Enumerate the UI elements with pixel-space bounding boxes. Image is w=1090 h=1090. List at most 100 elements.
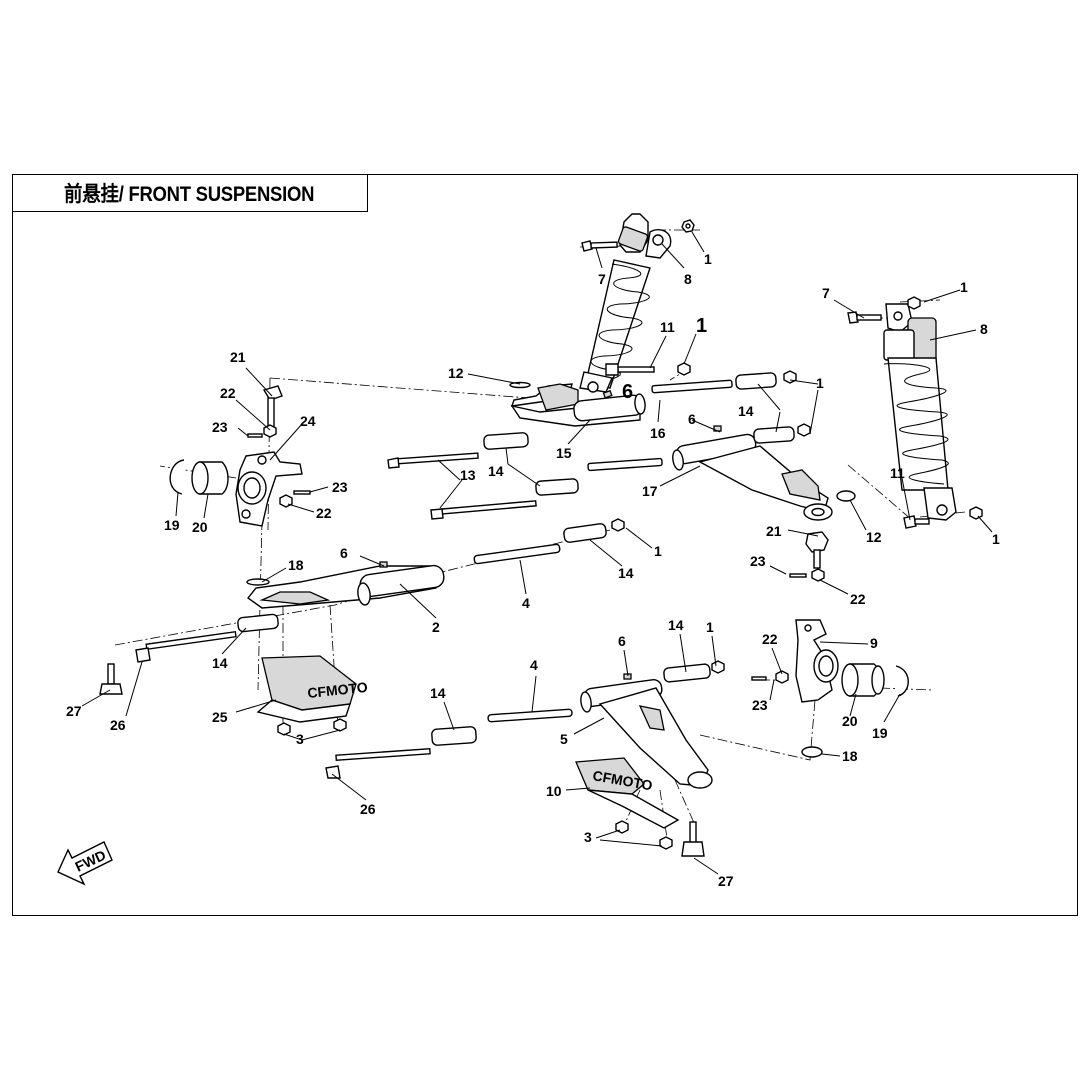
pin-23-right-mid	[751, 676, 767, 681]
lower-pivot-shaft-4a	[473, 543, 561, 565]
bushings-14-upper	[483, 372, 795, 496]
callout-label: 9	[870, 635, 878, 651]
callout-label: 1	[816, 375, 824, 391]
callout-label: 11	[890, 465, 905, 481]
callout-label: 1	[960, 279, 968, 295]
callout-label: 26	[110, 717, 126, 733]
forward-direction-arrow: FWD	[57, 841, 113, 886]
callout-label: 14	[618, 565, 634, 581]
upper-control-arm-right	[672, 433, 833, 521]
callout-label: 6	[618, 633, 626, 649]
upper-pivot-shaft-16	[587, 379, 733, 472]
callout-label: 22	[762, 631, 778, 647]
zip-tie-12-left	[509, 381, 531, 389]
callout-label: 27	[718, 873, 734, 889]
bolts-13	[387, 452, 537, 520]
ball-joint-27-right	[681, 821, 705, 857]
pin-23-right-top	[789, 573, 807, 578]
callout-label: 1	[704, 251, 712, 267]
callout-label: 14	[430, 685, 446, 701]
callout-label: 14	[488, 463, 504, 479]
lower-control-arm-right	[580, 678, 713, 789]
nuts-1-upper-shafts	[783, 370, 811, 437]
callout-label: 23	[332, 479, 348, 495]
leader-lines	[81, 231, 993, 875]
callout-label: 7	[598, 271, 606, 287]
callout-label: 22	[316, 505, 332, 521]
callout-label: 6	[340, 545, 348, 561]
bolt-7-right	[847, 311, 882, 324]
diagram-frame	[12, 174, 1078, 916]
grease-fitting-6-top	[602, 389, 613, 399]
callout-label: 8	[684, 271, 692, 287]
callout-label: 11	[660, 319, 675, 335]
alignment-lines	[114, 229, 966, 846]
clip-12-right	[836, 490, 856, 502]
callout-label: 6	[622, 381, 633, 403]
callout-label: 24	[300, 413, 316, 429]
steering-knuckle-right	[795, 619, 839, 703]
callout-label: 19	[164, 517, 180, 533]
callout-label: 3	[296, 731, 304, 747]
bushing-14-lower-right	[431, 663, 711, 746]
callout-label: 17	[642, 483, 658, 499]
callout-label: 18	[288, 557, 304, 573]
callout-label: 7	[822, 285, 830, 301]
nut-1-upper	[681, 219, 695, 233]
bolt-11-right	[903, 515, 930, 529]
callout-label: 12	[448, 365, 464, 381]
callout-label: 4	[522, 595, 530, 611]
clip-18-left	[246, 578, 270, 586]
bolt-26-right	[325, 747, 431, 779]
callout-label: 6	[688, 411, 696, 427]
callout-label: 5	[560, 731, 568, 747]
callout-label: 20	[192, 519, 208, 535]
ball-joint-21-left	[262, 385, 283, 429]
callout-label: 8	[980, 321, 988, 337]
callout-label: 18	[842, 748, 858, 764]
clip-18-right	[801, 746, 823, 758]
callout-label: 16	[650, 425, 666, 441]
shock-absorber-right	[883, 303, 957, 521]
circlip-19-left	[169, 459, 185, 495]
nut-22-right-mid	[775, 670, 789, 684]
callout-label: 14	[668, 617, 684, 633]
callout-label: 26	[360, 801, 376, 817]
steering-knuckle-left	[235, 451, 303, 527]
circlip-19-right	[895, 665, 909, 697]
callout-label: 13	[460, 467, 476, 483]
callout-label: 1	[696, 315, 707, 337]
bearing-20-right	[841, 663, 885, 697]
callout-label: 20	[842, 713, 858, 729]
lower-pivot-shaft-4b	[487, 708, 573, 723]
nut-1-lower-left	[611, 518, 625, 532]
nut-1-mid	[677, 362, 691, 376]
upper-control-arm-left	[510, 383, 646, 427]
callout-label: 2	[432, 619, 440, 635]
lower-control-arm-left	[246, 564, 445, 609]
ball-joint-27-left	[99, 663, 123, 695]
page-title: 前悬挂/ FRONT SUSPENSION	[64, 182, 315, 206]
callout-label: 1	[654, 543, 662, 559]
callout-label: 21	[766, 523, 782, 539]
callout-label: 4	[530, 657, 538, 673]
ball-joint-21-right	[805, 531, 829, 569]
callout-label: 27	[66, 703, 82, 719]
pin-23-left-top	[247, 433, 263, 438]
callout-label: 25	[212, 709, 228, 725]
callout-label: 23	[212, 419, 228, 435]
callout-label: 1	[706, 619, 714, 635]
bolt-11-upper	[605, 363, 655, 376]
callout-label: 15	[556, 445, 572, 461]
pin-23-left-mid	[293, 490, 311, 495]
nut-1-lower-right	[711, 660, 725, 674]
brand-mark-left: CFMOTO	[307, 679, 369, 701]
shock-absorber-left	[579, 213, 672, 393]
callout-label: 10	[546, 783, 562, 799]
callout-label: 23	[750, 553, 766, 569]
callout-label: 22	[850, 591, 866, 607]
callout-label: 21	[230, 349, 246, 365]
bushing-14-lower-left	[237, 523, 607, 633]
callout-label: 23	[752, 697, 768, 713]
